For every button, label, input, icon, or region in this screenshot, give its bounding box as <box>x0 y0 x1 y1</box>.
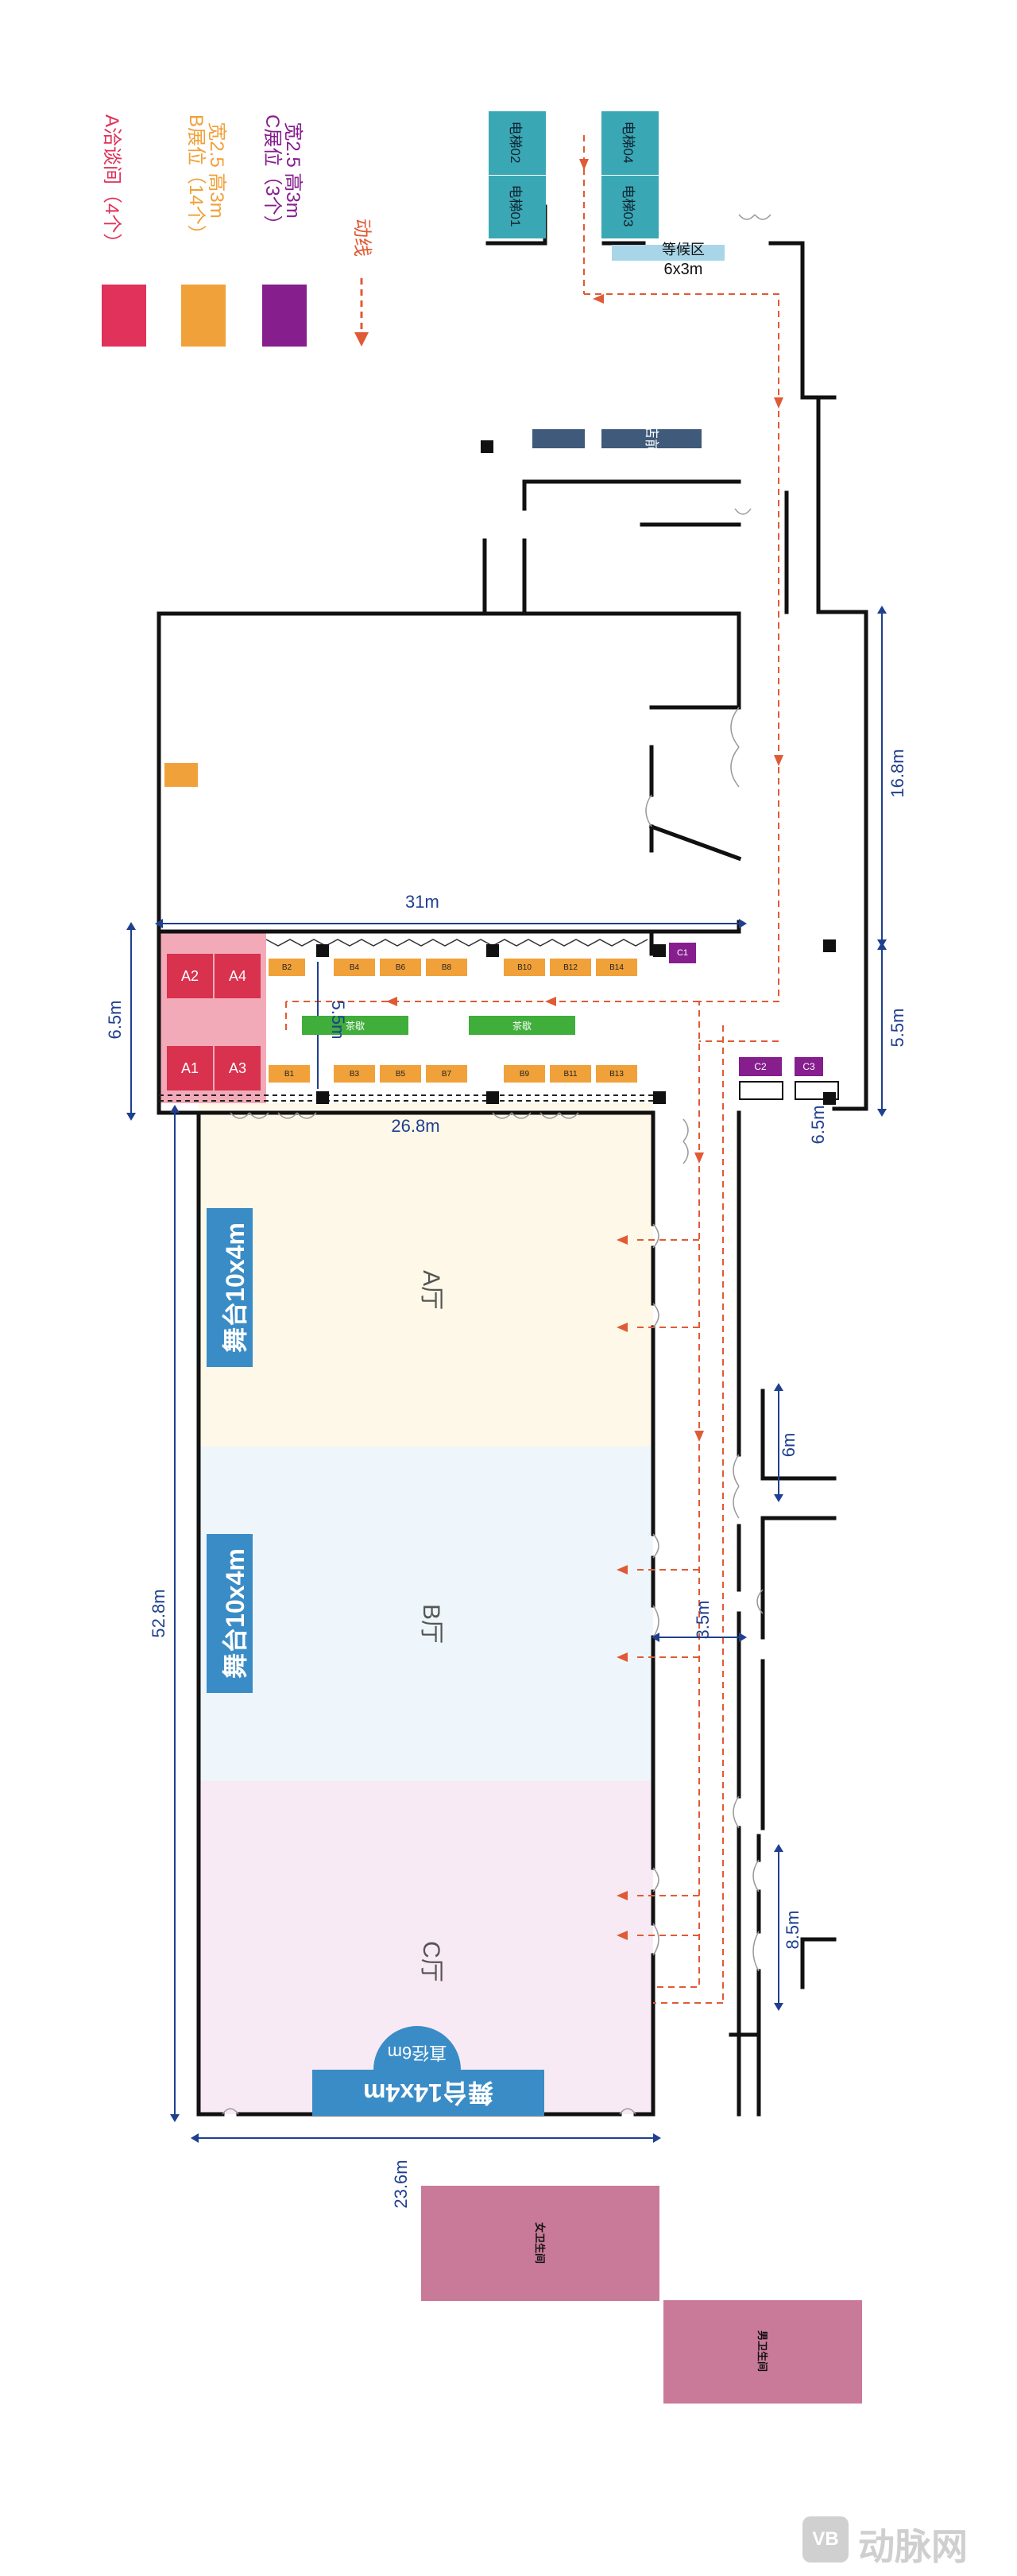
dim-31m: 31m <box>405 892 439 912</box>
waiting-area-label: 等候区 <box>662 242 705 258</box>
booth-b4: B4 <box>334 959 375 976</box>
room-a2: A2 <box>167 954 213 998</box>
booth-b9: B9 <box>504 1065 545 1083</box>
booth-b5: B5 <box>380 1065 421 1083</box>
male-restroom-label: 男卫生间 <box>756 2330 768 2372</box>
c-area-frame-1 <box>739 1081 783 1100</box>
room-a4: A4 <box>215 954 261 998</box>
dim-8-5m: 8.5m <box>783 1910 802 1950</box>
dim-6-5m-left: 6.5m <box>105 1000 125 1040</box>
stage-c <box>312 2070 544 2116</box>
elevator-02-label: 电梯02 <box>508 121 523 164</box>
legend-flow-arrow <box>354 278 369 347</box>
stage-a-label: 舞台10x4m <box>221 1222 249 1353</box>
stage-b-label: 舞台10x4m <box>221 1548 249 1679</box>
booth-b8: B8 <box>426 959 467 976</box>
hotel-desk-label: 酒店前台 <box>644 410 659 467</box>
booth-b6: B6 <box>380 959 421 976</box>
booth-b7: B7 <box>426 1065 467 1083</box>
dim-3-5m: 3.5m <box>693 1600 713 1640</box>
elevator-01-label: 电梯01 <box>508 184 523 227</box>
stage-c-radius-label: 直径6m <box>387 2043 447 2063</box>
dim-5-5m-mid: 5.5m <box>328 1000 348 1040</box>
booth-b2: B2 <box>269 959 305 976</box>
stage-c-label: 舞台14x4m <box>363 2078 493 2107</box>
legend-swatch-b <box>181 285 226 347</box>
booth-c1: C1 <box>669 943 696 963</box>
elevator-01 <box>489 175 546 238</box>
orange-marker <box>164 763 198 787</box>
elevator-04-label: 电梯04 <box>621 121 636 164</box>
room-a3: A3 <box>215 1046 261 1090</box>
booth-b14: B14 <box>596 959 637 976</box>
legend-swatch-c <box>262 285 307 347</box>
c-area-frame-2 <box>795 1081 839 1100</box>
stage-c-semicircle <box>373 2026 461 2070</box>
female-restroom-label: 女卫生间 <box>534 2222 546 2264</box>
booth-b12: B12 <box>550 959 591 976</box>
room-a1: A1 <box>167 1046 213 1090</box>
hotel-desk <box>601 429 702 448</box>
waiting-area <box>612 245 725 261</box>
male-restroom <box>663 2300 862 2404</box>
watermark-logo-icon: VB <box>802 2516 849 2562</box>
hall-b-area <box>199 1447 653 1780</box>
booth-c2: C2 <box>739 1057 782 1076</box>
hall-a-area <box>199 1103 653 1447</box>
elevator-03-label: 电梯03 <box>621 184 636 227</box>
dim-6m: 6m <box>779 1432 799 1458</box>
legend-swatch-a <box>102 285 146 347</box>
dim-52-8m: 52.8m <box>149 1589 168 1638</box>
desk-block <box>532 429 585 448</box>
booth-b10: B10 <box>504 959 545 976</box>
hall-b-label: B厅 <box>418 1603 444 1644</box>
booth-b1: B1 <box>269 1065 310 1083</box>
waiting-area-size: 6x3m <box>663 261 703 278</box>
stage-a <box>207 1208 253 1367</box>
tea-break-2: 茶歇 <box>469 1016 575 1035</box>
dim-6-5m-bottom: 6.5m <box>808 1105 828 1145</box>
hall-a-label: A厅 <box>418 1269 444 1310</box>
watermark-text: 动脉网 <box>858 2526 968 2567</box>
female-restroom <box>421 2186 659 2301</box>
elevator-02 <box>489 111 546 176</box>
elevator-04 <box>601 111 659 176</box>
booth-b11: B11 <box>550 1065 591 1083</box>
hall-c-label: C厅 <box>418 1941 444 1982</box>
elevator-03 <box>601 175 659 238</box>
dim-23-6m: 23.6m <box>391 2160 411 2209</box>
stage-b <box>207 1534 253 1693</box>
dim-26-8m: 26.8m <box>391 1116 440 1136</box>
dim-5-5m-right: 5.5m <box>887 1008 907 1048</box>
tea-break-1: 茶歇 <box>302 1016 408 1035</box>
booth-b13: B13 <box>596 1065 637 1083</box>
booth-b3: B3 <box>334 1065 375 1083</box>
booth-c3: C3 <box>795 1057 823 1076</box>
dim-16-8m: 16.8m <box>887 749 907 798</box>
